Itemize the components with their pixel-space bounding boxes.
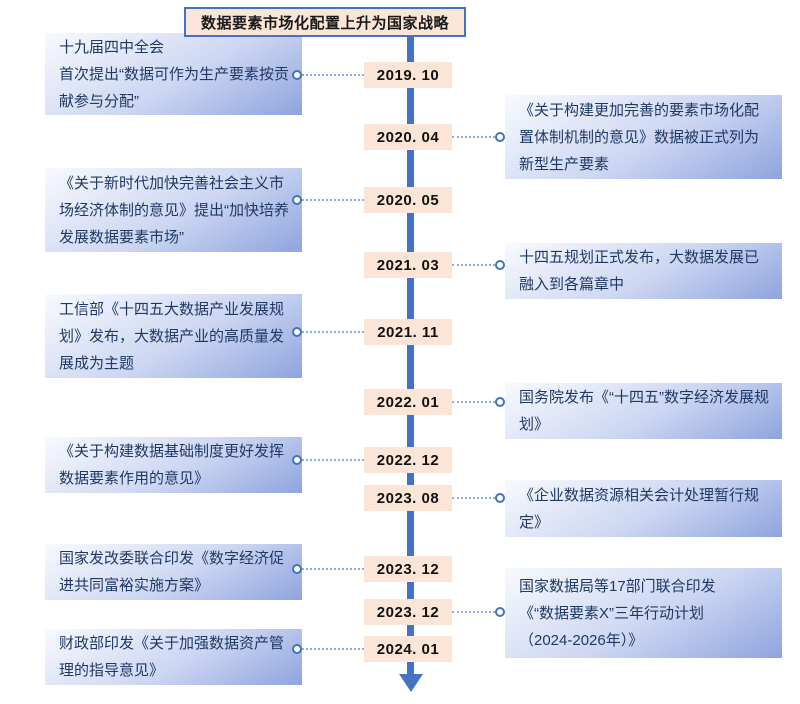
connector-dotted-line — [452, 401, 495, 403]
event-box: 工信部《十四五大数据产业发展规划》发布，大数据产业的高质量发展成为主题 — [45, 294, 302, 378]
event-text: 《企业数据资源相关会计处理暂行规定》 — [519, 486, 760, 531]
event-text: 十九届四中全会 首次提出“数据可作为生产要素按贡献参与分配” — [59, 38, 289, 110]
connector-dotted-line — [452, 264, 495, 266]
connector-circle-icon — [495, 493, 505, 503]
event-box: 十九届四中全会 首次提出“数据可作为生产要素按贡献参与分配” — [45, 33, 302, 115]
date-badge: 2024. 01 — [364, 636, 452, 662]
connector-circle-icon — [292, 644, 302, 654]
date-badge: 2023. 12 — [364, 599, 452, 625]
date-badge: 2023. 08 — [364, 485, 452, 511]
connector-circle-icon — [495, 607, 505, 617]
connector-circle-icon — [495, 132, 505, 142]
connector-circle-icon — [292, 327, 302, 337]
connector-dotted-line — [302, 459, 364, 461]
connector-dotted-line — [452, 611, 495, 613]
connector-circle-icon — [292, 564, 302, 574]
connector-dotted-line — [302, 648, 364, 650]
date-badge: 2019. 10 — [364, 62, 452, 88]
date-badge: 2020. 05 — [364, 187, 452, 213]
date-badge: 2022. 01 — [364, 389, 452, 415]
event-text: 《关于新时代加快完善社会主义市场经济体制的意见》提出“加快培养发展数据要素市场” — [59, 174, 289, 246]
event-box: 《企业数据资源相关会计处理暂行规定》 — [505, 480, 782, 537]
connector-circle-icon — [292, 70, 302, 80]
event-box: 国家发改委联合印发《数字经济促进共同富裕实施方案》 — [45, 544, 302, 600]
connector-dotted-line — [452, 497, 495, 499]
event-text: 十四五规划正式发布，大数据发展已融入到各篇章中 — [519, 249, 760, 293]
connector-circle-icon — [495, 397, 505, 407]
event-box: 国家数据局等17部门联合印发 《“数据要素X”三年行动计划 （2024-2026… — [505, 568, 782, 658]
title-banner: 数据要素市场化配置上升为国家战略 — [184, 7, 466, 37]
event-text: 《关于构建数据基础制度更好发挥数据要素作用的意见》 — [59, 443, 285, 487]
event-text: 国家数据局等17部门联合印发 《“数据要素X”三年行动计划 （2024-2026… — [519, 577, 716, 649]
date-badge: 2022. 12 — [364, 447, 452, 473]
connector-dotted-line — [302, 568, 364, 570]
event-text: 国务院发布《“十四五”数字经济发展规划》 — [519, 389, 769, 433]
date-badge: 2023. 12 — [364, 556, 452, 582]
down-arrow-icon — [399, 674, 423, 692]
timeline-line — [407, 36, 414, 676]
event-box: 《关于新时代加快完善社会主义市场经济体制的意见》提出“加快培养发展数据要素市场” — [45, 168, 302, 252]
page-title: 数据要素市场化配置上升为国家战略 — [200, 14, 449, 32]
connector-dotted-line — [302, 199, 364, 201]
date-badge: 2021. 11 — [364, 319, 452, 345]
event-box: 《关于构建数据基础制度更好发挥数据要素作用的意见》 — [45, 437, 302, 493]
event-text: 工信部《十四五大数据产业发展规划》发布，大数据产业的高质量发展成为主题 — [59, 300, 285, 372]
event-box: 财政部印发《关于加强数据资产管理的指导意见》 — [45, 629, 302, 685]
event-text: 国家发改委联合印发《数字经济促进共同富裕实施方案》 — [59, 550, 285, 594]
event-text: 财政部印发《关于加强数据资产管理的指导意见》 — [59, 635, 285, 679]
date-badge: 2020. 04 — [364, 124, 452, 150]
event-text: 《关于构建更加完善的要素市场化配置体制机制的意见》数据被正式列为新型生产要素 — [519, 101, 760, 173]
connector-circle-icon — [292, 455, 302, 465]
connector-dotted-line — [302, 331, 364, 333]
connector-circle-icon — [292, 195, 302, 205]
connector-circle-icon — [495, 260, 505, 270]
date-badge: 2021. 03 — [364, 252, 452, 278]
connector-dotted-line — [452, 136, 495, 138]
event-box: 十四五规划正式发布，大数据发展已融入到各篇章中 — [505, 243, 782, 299]
connector-dotted-line — [302, 74, 364, 76]
event-box: 《关于构建更加完善的要素市场化配置体制机制的意见》数据被正式列为新型生产要素 — [505, 95, 782, 179]
event-box: 国务院发布《“十四五”数字经济发展规划》 — [505, 383, 782, 439]
